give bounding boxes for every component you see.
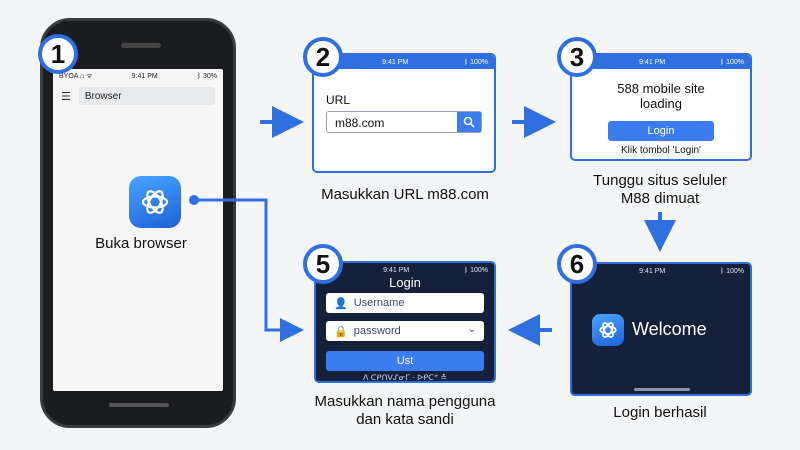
login-button[interactable]: Login (608, 121, 714, 141)
password-placeholder: password (353, 325, 401, 337)
search-icon (463, 116, 475, 128)
password-field[interactable]: 🔒 password ⌄ (326, 321, 484, 341)
loading-title-line2: loading (640, 96, 682, 111)
browser-toolbar: ☰ Browser (61, 85, 215, 107)
status-battery: ᛒ 100% (463, 266, 488, 274)
phone-speaker (121, 43, 161, 48)
status-battery: ᛒ 30% (196, 72, 217, 80)
url-input[interactable]: m88.com (326, 111, 482, 133)
caption-step2: Masukkan URL m88.com (321, 186, 489, 203)
phone-screen: BYOA ⌂ ᯤ 9:41 PM ᛒ 30% ☰ Browser (53, 69, 223, 391)
openai-knot-icon (599, 322, 617, 338)
caption-step3-line2: M88 dimuat (620, 190, 700, 207)
url-label: URL (326, 93, 351, 107)
step-badge-2: 2 (303, 37, 343, 77)
connector-1-to-5 (194, 198, 304, 342)
loading-title-line1: 588 mobile site (617, 81, 705, 96)
status-battery: ᛒ 100% (463, 58, 488, 66)
phone-status-bar: BYOA ⌂ ᯤ 9:41 PM ᛒ 30% (53, 69, 223, 83)
step-badge-3: 3 (557, 37, 597, 77)
card-step6: ᯤ 9:41 PM ᛒ 100% Welcome (570, 262, 752, 396)
status-time: 9:41 PM (383, 266, 410, 274)
url-input-value: m88.com (335, 116, 385, 130)
user-icon: 👤 (334, 297, 348, 310)
status-time: 9:41 PM (639, 58, 666, 66)
login-footer: ᐱ ᑕᑭᑎᐯᔑᓂᒥ · ᐅᑭᑕᕝ ≛ (363, 373, 447, 382)
username-field[interactable]: 👤 Username (326, 293, 484, 313)
chevron-down-icon[interactable]: ⌄ (467, 324, 476, 335)
status-time: 9:41 PM (131, 72, 158, 80)
search-button[interactable] (457, 112, 481, 132)
status-time: 9:41 PM (639, 267, 666, 275)
openai-logo-icon (592, 314, 624, 346)
welcome-text: Welcome (632, 319, 707, 339)
card-step2: ᯤ 9:41 PM ᛒ 100% URL m88.com (312, 53, 496, 173)
browser-address-bar[interactable]: Browser (78, 87, 215, 105)
openai-logo-icon[interactable] (129, 176, 181, 228)
caption-step1: Buka browser (95, 235, 187, 252)
phone-mockup: BYOA ⌂ ᯤ 9:41 PM ᛒ 30% ☰ Browser Buka br… (40, 18, 236, 428)
status-carrier: BYOA ⌂ ᯤ (59, 72, 93, 80)
status-battery: ᛒ 100% (719, 267, 744, 275)
status-battery: ᛒ 100% (719, 58, 744, 66)
username-placeholder: Username (353, 297, 405, 309)
home-indicator (634, 388, 690, 391)
card-step5: ᯤ 9:41 PM ᛒ 100% Login 👤 Username 🔒 pass… (314, 261, 496, 383)
lock-icon: 🔒 (334, 325, 348, 338)
caption-step3: Tunggu situs seluler M88 dimuat (560, 172, 760, 208)
status-time: 9:41 PM (382, 58, 409, 66)
caption-step5: Masukkan nama pengguna dan kata sandi (300, 393, 510, 429)
openai-knot-icon (141, 190, 169, 214)
home-indicator (109, 403, 169, 407)
caption-step5-line2: dan kata sandi (356, 411, 454, 428)
caption-step3-line1: Tunggu situs seluler (593, 172, 727, 189)
hamburger-menu-icon[interactable]: ☰ (61, 90, 71, 103)
caption-step6: Login berhasil (613, 404, 707, 421)
step-badge-6: 6 (557, 244, 597, 284)
card-step3: ᯤ 9:41 PM ᛒ 100% 588 mobile site loading… (570, 53, 752, 161)
step-badge-5: 5 (303, 244, 343, 284)
step-badge-1: 1 (38, 34, 78, 74)
submit-button[interactable]: Ust (326, 351, 484, 371)
loading-title: 588 mobile site loading (572, 81, 750, 111)
login-hint: Klik tombol 'Login' (621, 145, 701, 156)
caption-step5-line1: Masukkan nama pengguna (314, 393, 496, 410)
login-title: Login (389, 275, 421, 290)
